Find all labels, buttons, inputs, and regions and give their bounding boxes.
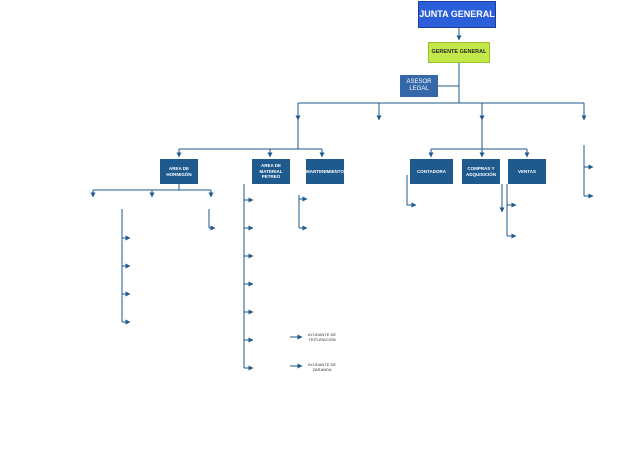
ventas-box: VENTAS bbox=[508, 159, 546, 184]
mantenimiento-box: MANTENIMIENTO bbox=[306, 159, 344, 184]
gerente-general-box: GERENTE GENERAL bbox=[428, 42, 490, 63]
compras-adquisicion-box: COMPRAS Y ADQUISICIÓN bbox=[462, 159, 500, 184]
ayudante-zaranda-label: AYUDANTE DE ZARANDA bbox=[307, 362, 337, 373]
ayudante-trituracion-label: AYUDANTE DE TRITURACIÓN bbox=[307, 332, 337, 343]
contadora-box: CONTADORA bbox=[410, 159, 453, 184]
area-hormigon-box: AREA DE HORMIGÓN bbox=[160, 159, 198, 184]
area-material-petreo-box: AREA DE MATERIAL PETREO bbox=[252, 159, 290, 184]
asesor-legal-box: ASESOR LEGAL bbox=[400, 75, 438, 97]
junta-general-box: JUNTA GENERAL bbox=[418, 1, 496, 28]
